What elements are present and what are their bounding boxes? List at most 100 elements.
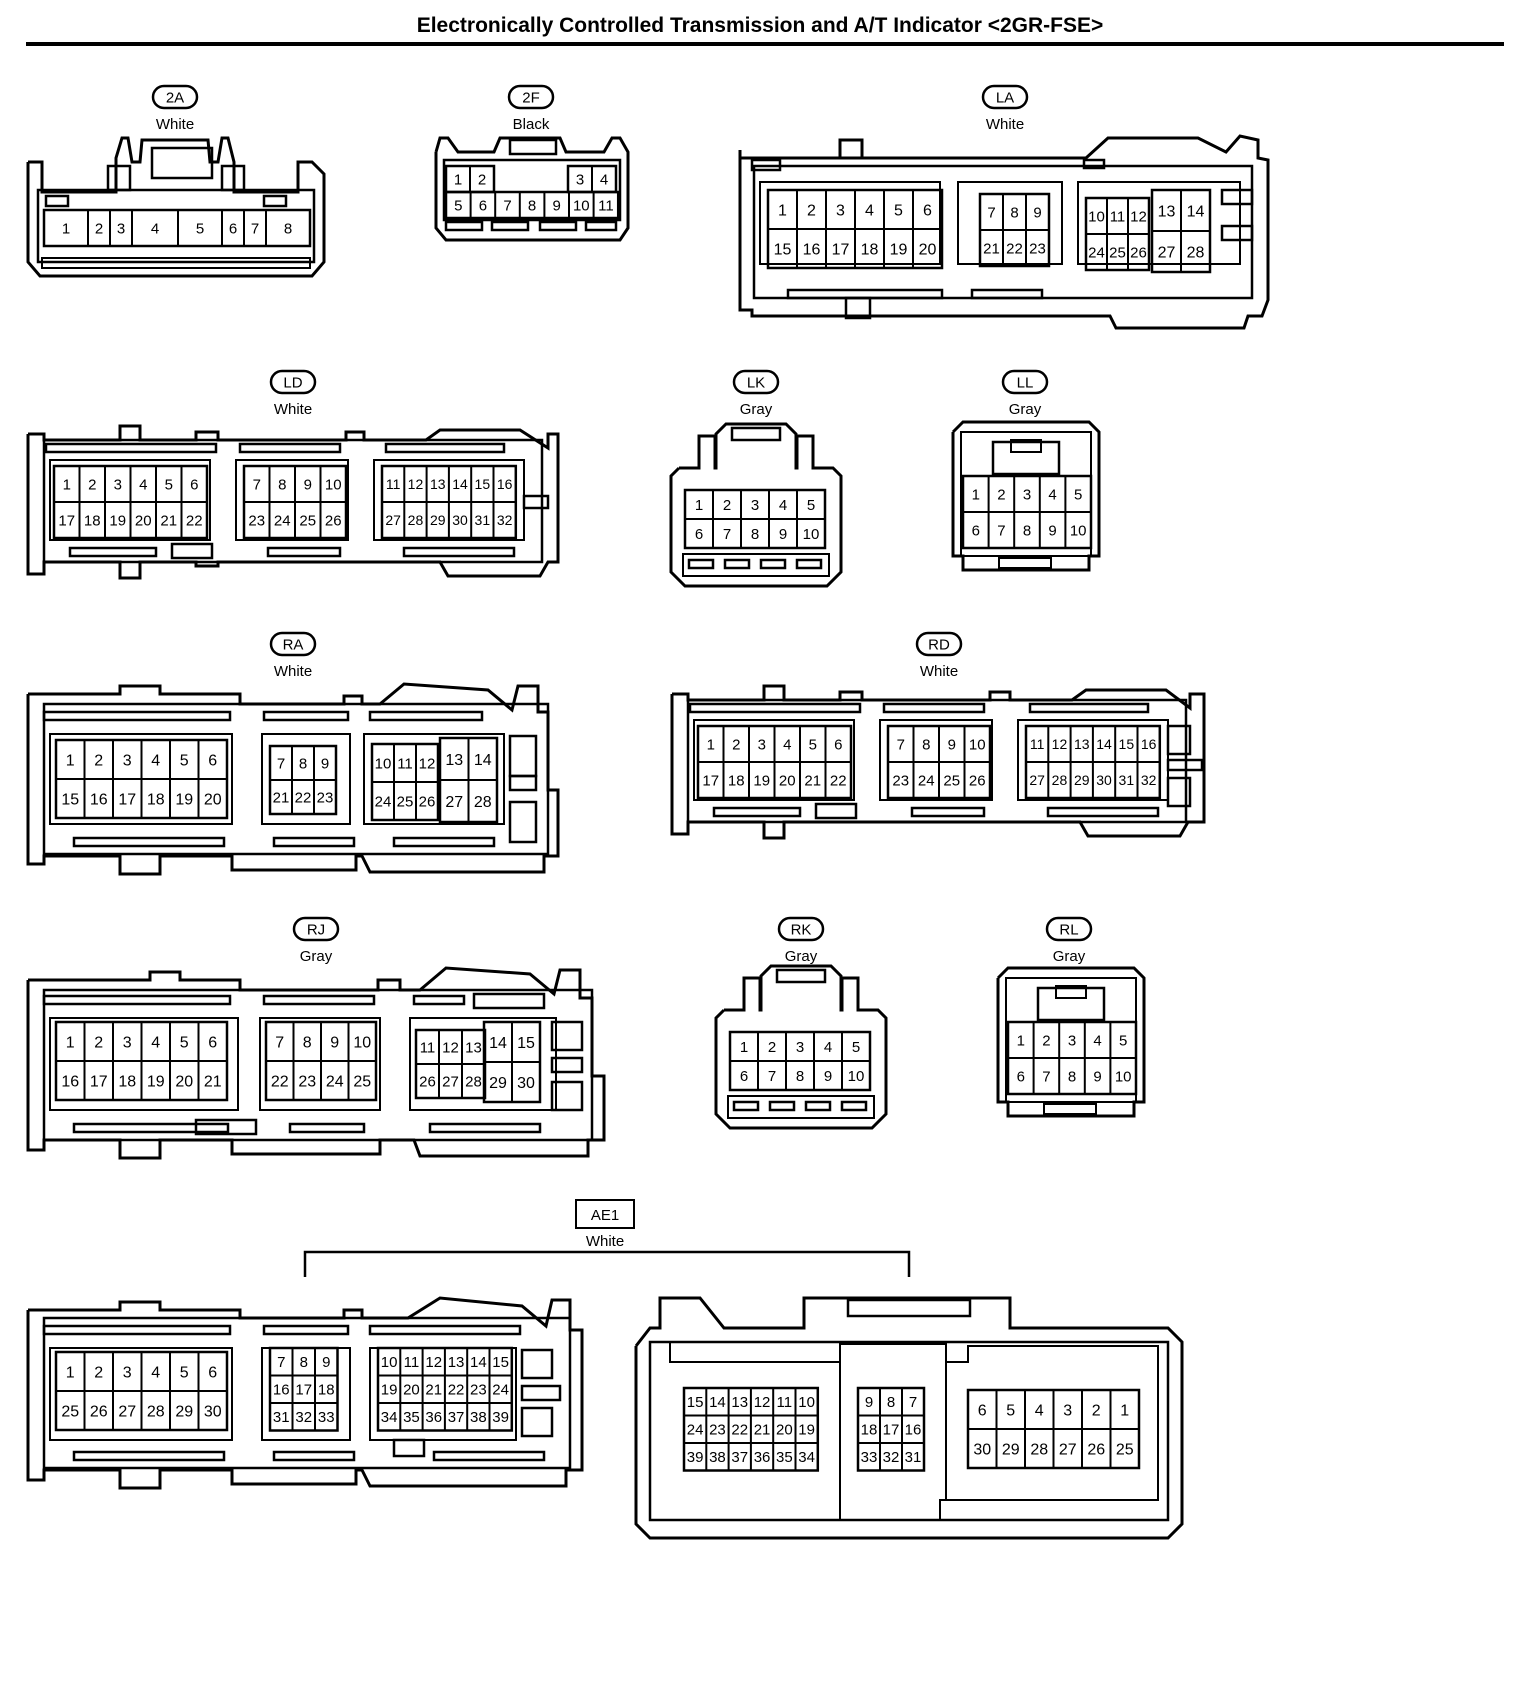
pin-number: 3	[123, 1364, 132, 1381]
pin-number: 9	[948, 736, 956, 753]
pin-number: 14	[1096, 736, 1112, 752]
pin-number: 22	[830, 772, 847, 789]
pin-number: 18	[728, 772, 745, 789]
connector-code: 2A	[166, 90, 184, 107]
pin-number: 6	[978, 1402, 987, 1419]
pin-number: 11	[1030, 736, 1045, 752]
housing-outline	[1077, 181, 1241, 265]
pin-number: 26	[90, 1403, 108, 1420]
pin-number: 1	[62, 220, 70, 237]
pin-number: 7	[253, 476, 261, 493]
latch-slot	[1220, 224, 1254, 242]
latch-slot	[1028, 702, 1150, 714]
pin-number: 4	[779, 497, 787, 514]
connector-color: White	[586, 1233, 624, 1250]
pin-number: 5	[1074, 486, 1082, 503]
latch-slot	[490, 220, 530, 232]
pin-number: 13	[1158, 203, 1176, 220]
housing-outline	[442, 158, 622, 222]
pin-number: 19	[798, 1422, 815, 1439]
pin-number: 9	[330, 1034, 339, 1051]
pin-number: 14	[452, 476, 468, 492]
latch-slot	[432, 1450, 546, 1462]
pin-number: 32	[497, 512, 513, 528]
pin-number: 23	[709, 1422, 726, 1439]
pin-number: 5	[196, 220, 204, 237]
pin-number: 26	[969, 772, 986, 789]
latch-slot	[520, 1406, 554, 1438]
pin-number: 14	[474, 752, 492, 769]
pin-number: 17	[118, 791, 136, 808]
pin-number: 25	[397, 793, 414, 810]
connector-label-box	[575, 1199, 635, 1229]
housing-outline	[648, 1340, 1170, 1522]
pin-number: 12	[1052, 736, 1068, 752]
pin-number: 28	[1052, 772, 1068, 788]
latch-slot	[42, 1324, 232, 1336]
pin-number: 8	[796, 1068, 804, 1085]
pin-number: 6	[740, 1068, 748, 1085]
pin-number: 32	[1141, 772, 1157, 788]
latch-slot	[1166, 758, 1204, 772]
latch-slot	[768, 1100, 796, 1112]
latch-slot	[508, 800, 538, 844]
pin-number: 26	[1130, 244, 1147, 261]
pin-number: 21	[160, 512, 177, 529]
pin-number: 2	[94, 1034, 103, 1051]
pin-number: 18	[861, 1422, 878, 1439]
pin-number: 10	[798, 1394, 815, 1411]
connector-color: White	[920, 663, 958, 680]
pin-number: 9	[865, 1394, 873, 1411]
pin-number: 30	[452, 512, 468, 528]
pin-block	[444, 190, 620, 220]
housing-outline	[957, 181, 1063, 265]
pin-number: 5	[454, 197, 462, 214]
housing-outline	[36, 188, 316, 264]
pin-number: 1	[454, 171, 462, 188]
connector-color: Gray	[1053, 948, 1086, 965]
latch-slot	[262, 994, 376, 1006]
pin-number: 2	[1092, 1402, 1101, 1419]
latch-slot	[288, 1122, 366, 1134]
latch-slot	[272, 1450, 356, 1462]
pin-number: 5	[180, 1034, 189, 1051]
pin-number: 27	[1059, 1441, 1077, 1458]
pin-number: 5	[809, 736, 817, 753]
bracket-line	[303, 1250, 911, 1277]
pin-number: 2	[723, 497, 731, 514]
connector-label-oval	[915, 631, 963, 657]
latch-slot	[1166, 776, 1192, 808]
page-title: Electronically Controlled Transmission a…	[416, 14, 1104, 37]
latch-slot	[846, 1298, 972, 1318]
pin-number: 17	[295, 1382, 312, 1399]
pin-number: 19	[753, 772, 770, 789]
latch-slot	[814, 802, 858, 820]
pin-number: 20	[204, 791, 222, 808]
pin-number: 23	[892, 772, 909, 789]
pin-number: 17	[702, 772, 719, 789]
pin-number: 28	[465, 1073, 482, 1090]
pin-number: 34	[381, 1409, 398, 1426]
pin-number: 8	[751, 526, 759, 543]
pin-number: 10	[1115, 1068, 1132, 1085]
latch-slot	[804, 1100, 832, 1112]
housing-outline	[1036, 986, 1106, 1022]
pin-number: 27	[445, 794, 463, 811]
pin-number: 3	[1068, 1032, 1076, 1049]
pin-number: 9	[1048, 522, 1056, 539]
housing-outline	[26, 1296, 584, 1490]
pin-number: 4	[824, 1039, 832, 1056]
latch-slot	[368, 1324, 522, 1336]
pin-number: 21	[204, 1073, 222, 1090]
pin-number: 8	[284, 220, 292, 237]
pin-number: 13	[448, 1354, 465, 1371]
housing-outline	[42, 438, 544, 564]
pin-number: 3	[576, 171, 584, 188]
latch-slot	[72, 1122, 230, 1134]
pin-number: 6	[834, 736, 842, 753]
pin-number: 31	[1119, 772, 1135, 788]
latch-slot	[1046, 806, 1160, 818]
pin-number: 28	[474, 794, 492, 811]
